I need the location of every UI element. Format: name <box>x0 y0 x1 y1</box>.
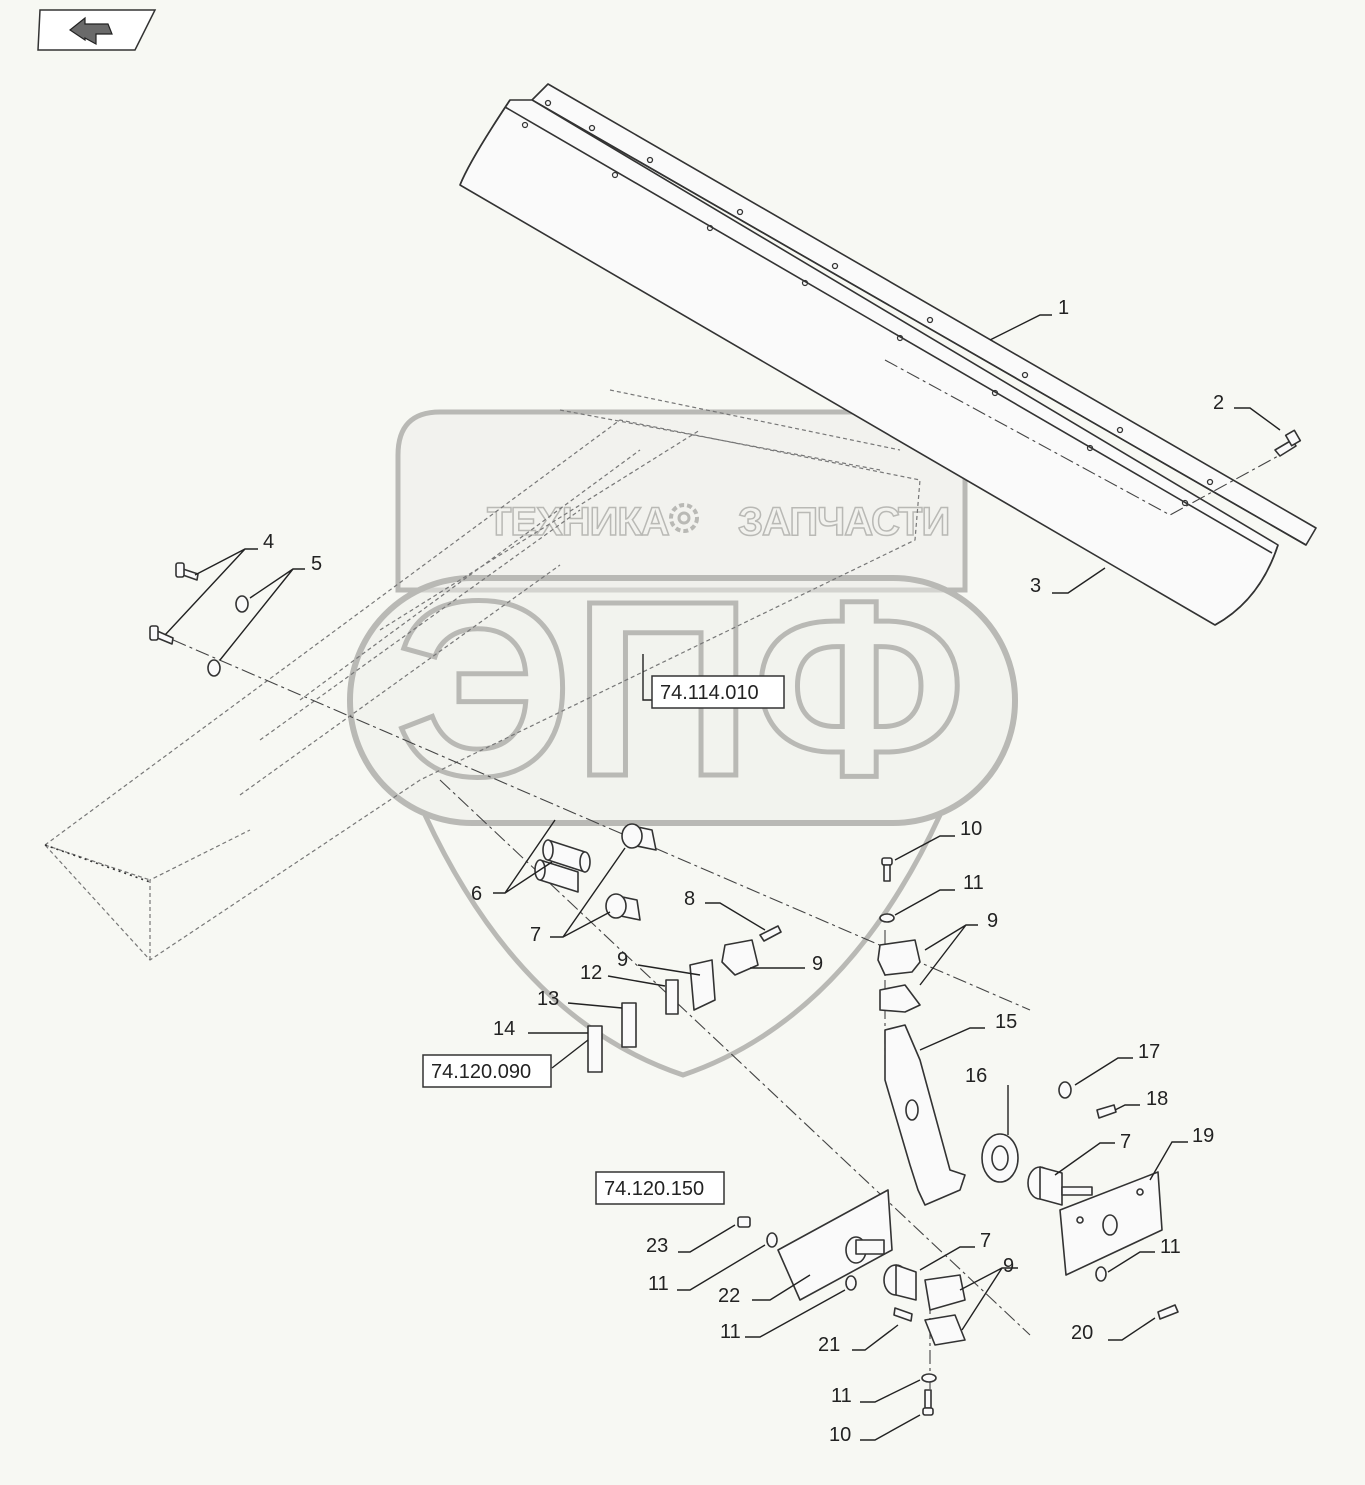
callout-18: 18 <box>1146 1088 1168 1110</box>
bolt-part-10-upper <box>881 857 893 882</box>
watermark-text-right: ЗАПЧАСТИ <box>738 500 949 544</box>
plate-part-14 <box>587 1025 603 1073</box>
washer-part-11-e <box>921 1373 937 1383</box>
washer-part-5-upper <box>235 595 249 613</box>
gear-icon <box>669 503 699 533</box>
callout-20: 20 <box>1071 1322 1093 1344</box>
bolt-part-21 <box>893 1307 913 1322</box>
callout-7-c: 7 <box>980 1230 991 1252</box>
reference-label: 74.120.150 <box>604 1178 704 1200</box>
callout-15: 15 <box>995 1011 1017 1033</box>
bolt-part-18 <box>1096 1104 1117 1119</box>
callout-4: 4 <box>263 531 274 553</box>
callout-9-a: 9 <box>617 949 628 971</box>
plate-part-19 <box>1059 1171 1163 1276</box>
callout-2: 2 <box>1213 392 1224 414</box>
washer-part-17 <box>1058 1081 1072 1099</box>
clamp-part-9-mid <box>689 939 759 1011</box>
callout-21: 21 <box>818 1334 840 1356</box>
washer-part-11-a <box>879 913 895 923</box>
bushing-part-7-d <box>883 1264 917 1301</box>
callout-8: 8 <box>684 888 695 910</box>
nav-back-button[interactable] <box>37 9 157 51</box>
washer-part-11-d <box>1095 1266 1107 1282</box>
reference-box-74-120-090[interactable]: 74.120.090 <box>422 1039 589 1088</box>
washer-part-5-lower <box>207 659 221 677</box>
callout-9-c: 9 <box>987 910 998 932</box>
bolt-part-10-lower <box>922 1389 934 1416</box>
header-frame-phantom <box>44 389 921 961</box>
bolt-part-20 <box>1157 1304 1179 1320</box>
callout-23: 23 <box>646 1235 668 1257</box>
callout-9-b: 9 <box>812 953 823 975</box>
bolt-part-4-lower <box>149 625 174 645</box>
watermark: ТЕХНИКА ЗАПЧАСТИ ЭПФ <box>347 409 1018 1078</box>
callout-10-a: 10 <box>960 818 982 840</box>
washer-part-11-b <box>766 1232 778 1248</box>
callout-11-b: 11 <box>648 1273 669 1295</box>
deflector-plate-part-3 <box>459 99 1279 626</box>
reference-label: 74.114.010 <box>660 682 759 704</box>
callout-7-b: 7 <box>1120 1131 1131 1153</box>
reference-box-74-120-150[interactable]: 74.120.150 <box>595 1171 725 1205</box>
callout-1: 1 <box>1058 297 1069 319</box>
callout-12: 12 <box>580 962 602 984</box>
axis-line-upper <box>884 359 1281 516</box>
reference-label: 74.120.090 <box>431 1061 531 1083</box>
callout-10-b: 10 <box>829 1424 851 1446</box>
bolt-part-8 <box>759 925 782 942</box>
plate-part-22 <box>777 1189 893 1301</box>
callout-11-a: 11 <box>963 872 984 894</box>
callout-11-c: 11 <box>720 1321 741 1343</box>
callout-5: 5 <box>311 553 322 575</box>
pin-part-6-upper <box>542 839 591 873</box>
nut-part-23 <box>737 1216 751 1228</box>
callout-11-d: 11 <box>831 1385 852 1407</box>
callout-9-d: 9 <box>1003 1255 1014 1277</box>
back-arrow-icon <box>68 16 113 46</box>
bolt-part-2 <box>1274 429 1302 457</box>
callout-19: 19 <box>1192 1125 1214 1147</box>
watermark-text-left: ТЕХНИКА <box>487 500 669 544</box>
bushing-part-7-c <box>1027 1166 1093 1206</box>
callout-6: 6 <box>471 883 482 905</box>
clamp-part-9-lower <box>924 1274 966 1346</box>
clamp-part-9-upper <box>877 939 921 1013</box>
plate-part-13 <box>621 1002 637 1048</box>
hub-part-16 <box>981 1133 1019 1183</box>
leader-lines <box>164 314 1281 1441</box>
lever-part-15 <box>884 1024 966 1206</box>
reference-box-74-114-010[interactable]: 74.114.010 <box>642 654 785 709</box>
washer-part-11-c <box>845 1275 857 1291</box>
callout-13: 13 <box>537 988 559 1010</box>
guard-strip-part-1 <box>531 83 1317 546</box>
callout-labels: 1 2 3 4 5 6 7 8 9 9 9 10 11 12 13 14 15 … <box>263 297 1224 1446</box>
callout-11-e: 11 <box>1160 1236 1181 1258</box>
plate-part-12 <box>665 979 679 1015</box>
bushing-part-7-a <box>621 823 657 851</box>
callout-16: 16 <box>965 1065 987 1087</box>
callout-3: 3 <box>1030 575 1041 597</box>
callout-14: 14 <box>493 1018 515 1040</box>
callout-22: 22 <box>718 1285 740 1307</box>
bushing-part-7-b <box>605 893 641 921</box>
axis-line-mid <box>149 629 1031 1011</box>
callout-7: 7 <box>530 924 541 946</box>
callout-17: 17 <box>1138 1041 1160 1063</box>
bolt-part-4-upper <box>175 562 199 581</box>
